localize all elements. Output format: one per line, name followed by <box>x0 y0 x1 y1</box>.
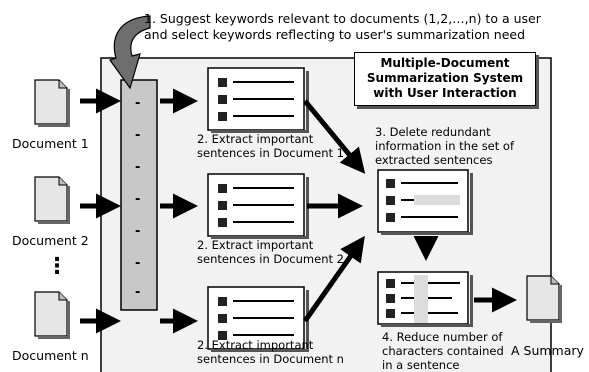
step2-line: sentences in Document n <box>197 352 344 366</box>
dedup-list <box>377 169 473 235</box>
step4-line: 4. Reduce number of <box>382 330 503 344</box>
step2-line: 2. Extract important <box>197 238 314 252</box>
step2-doc2-text: 2. Extract important sentences in Docume… <box>197 238 344 266</box>
keyword-dash: - <box>135 224 141 239</box>
step2-line: 2. Extract important <box>197 338 314 352</box>
document-n-icon <box>34 291 71 340</box>
step3-line: 3. Delete redundant <box>375 125 491 139</box>
step1-line: 1. Suggest keywords relevant to document… <box>144 11 541 26</box>
system-title-line: with User Interaction <box>373 86 517 100</box>
merge-arrow-1 <box>303 99 366 174</box>
step3-line: extracted sentences <box>375 153 493 167</box>
system-title-box: Multiple-Document Summarization System w… <box>354 52 536 106</box>
document-2-icon <box>34 176 71 225</box>
documents-ellipsis: ⋮ <box>46 254 68 279</box>
summary-label: A Summary <box>511 343 584 358</box>
step4-line: characters contained <box>382 344 504 358</box>
extract-list-1 <box>207 67 310 134</box>
merge-arrow-n <box>302 235 365 323</box>
keyword-dash: - <box>135 128 141 143</box>
suggest-arrow <box>109 15 151 90</box>
step2-line: sentences in Document 2 <box>197 252 344 266</box>
extract-list-2 <box>207 173 310 240</box>
document-2-label: Document 2 <box>12 233 89 248</box>
keyword-dash: - <box>135 285 141 300</box>
reduce-list <box>377 271 473 327</box>
step1-line: and select keywords reflecting to user's… <box>144 27 526 42</box>
document-1-icon <box>34 79 71 128</box>
document-1-label: Document 1 <box>12 136 89 151</box>
step2-docn-text: 2. Extract important sentences in Docume… <box>197 338 344 366</box>
keyword-dash: - <box>135 192 141 207</box>
keyword-dash: - <box>135 160 141 175</box>
step3-line: information in the set of <box>375 139 515 153</box>
step2-line: 2. Extract important <box>197 132 314 146</box>
step4-text: 4. Reduce number of characters contained… <box>382 330 504 372</box>
keyword-column <box>120 79 158 311</box>
step2-doc1-text: 2. Extract important sentences in Docume… <box>197 132 344 160</box>
step4-line: in a sentence <box>382 358 460 372</box>
system-title-line: Summarization System <box>366 71 524 85</box>
system-title-line: Multiple-Document <box>380 56 510 70</box>
keyword-dash: - <box>135 256 141 271</box>
keyword-dash: - <box>135 96 141 111</box>
summary-icon <box>526 275 563 324</box>
document-n-label: Document n <box>12 348 89 363</box>
step3-text: 3. Delete redundant information in the s… <box>375 125 514 167</box>
step2-line: sentences in Document 1 <box>197 146 344 160</box>
step1-text: 1. Suggest keywords relevant to document… <box>144 11 541 43</box>
